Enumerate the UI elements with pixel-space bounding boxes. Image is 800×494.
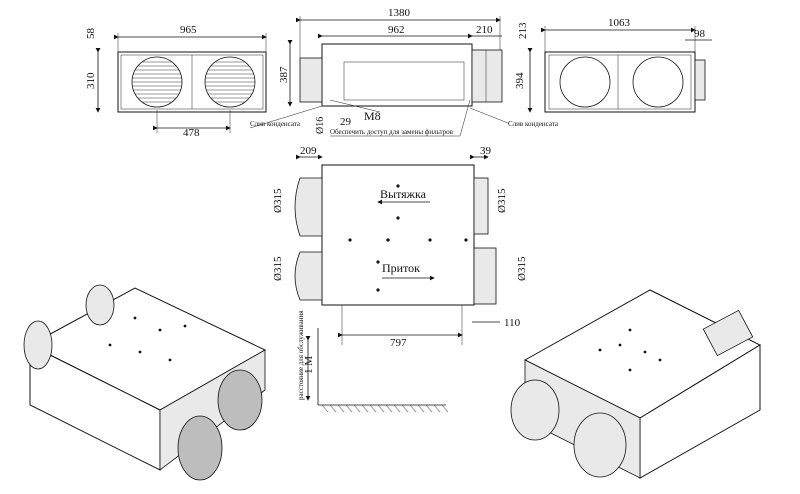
clearance-dim: 1 М xyxy=(303,356,315,374)
dim-29: 29 xyxy=(340,116,352,128)
isometric-right xyxy=(510,289,762,479)
dia-supply-right: Ø315 xyxy=(516,256,528,281)
drain-label-right: Слив конденсата xyxy=(508,120,559,128)
bolt-label: M8 xyxy=(364,109,381,123)
dim-39: 39 xyxy=(480,145,492,157)
dim-387: 387 xyxy=(278,66,290,83)
supply-label: Приток xyxy=(382,261,420,275)
dia-exhaust-left: Ø315 xyxy=(272,188,284,213)
clearance-view: 1 М расстояние для обслуживания xyxy=(297,310,449,413)
dim-1063: 1063 xyxy=(608,17,631,29)
clearance-note: расстояние для обслуживания xyxy=(297,310,305,400)
dim-58: 58 xyxy=(85,28,97,40)
dim-478: 478 xyxy=(183,127,200,139)
dim-797: 797 xyxy=(390,337,407,349)
plan-view: 209 39 Вытяжка Приток Ø315 Ø315 Ø315 Ø31… xyxy=(272,145,528,349)
dim-98: 98 xyxy=(694,28,706,40)
front-view-right: 1063 98 213 394 Слив конденсата xyxy=(469,17,712,128)
dim-394: 394 xyxy=(514,72,526,89)
drain-label-left: Слив конденсата xyxy=(250,120,301,128)
exhaust-label: Вытяжка xyxy=(380,187,427,201)
filter-access-label: Обеспечить доступ для замены фильтров xyxy=(330,128,454,136)
dia-exhaust-right: Ø315 xyxy=(496,188,508,213)
dim-310: 310 xyxy=(85,72,97,89)
drain-diameter: Ø16 xyxy=(315,117,326,134)
dia-supply-left: Ø315 xyxy=(272,256,284,281)
front-view-left: 965 58 310 478 xyxy=(85,24,267,139)
dim-213: 213 xyxy=(517,22,529,39)
dim-965: 965 xyxy=(180,24,197,36)
dim-209: 209 xyxy=(300,145,317,157)
dim-210: 210 xyxy=(476,24,493,36)
dim-962: 962 xyxy=(388,24,405,36)
dim-110: 110 xyxy=(504,317,521,329)
dim-1380: 1380 xyxy=(388,7,411,19)
side-view-middle: 1380 962 210 387 M8 29 Ø16 Слив конденса… xyxy=(249,7,503,137)
isometric-left xyxy=(23,284,267,481)
